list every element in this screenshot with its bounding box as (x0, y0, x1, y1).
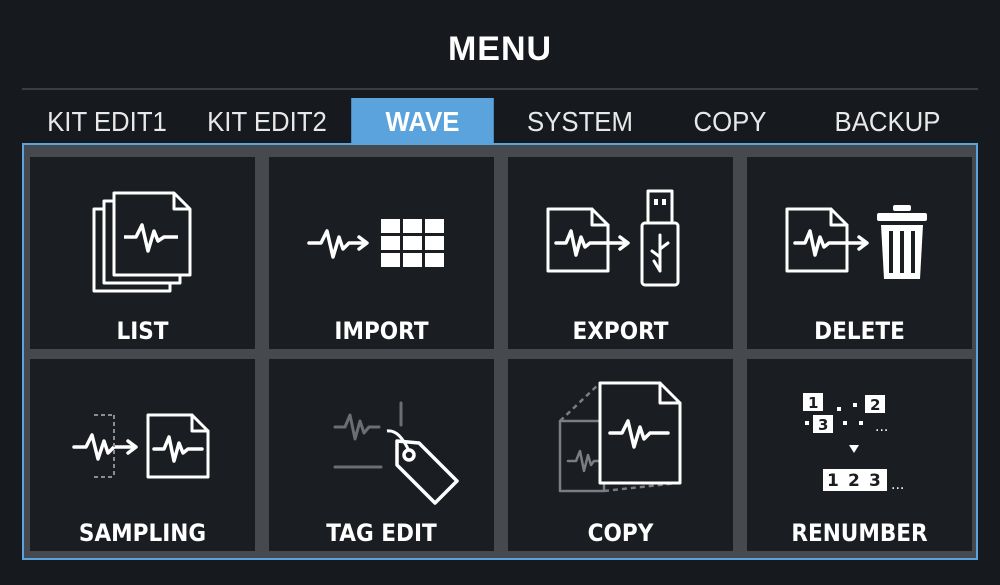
sampling-label: SAMPLING (78, 519, 207, 547)
tag-edit-button[interactable]: TAG EDIT (269, 359, 494, 551)
wave-to-trash-icon (785, 205, 927, 279)
renumber-button[interactable]: 1 3 2 1 2 3 ... ... RENUMBER (747, 359, 972, 551)
wave-to-usb-icon (546, 189, 680, 287)
renumber-digit-2: 2 (848, 471, 860, 491)
tab-bar: KIT EDIT1 KIT EDIT2 WAVE SYSTEM COPY BAC… (22, 98, 978, 144)
tab-copy[interactable]: COPY (693, 106, 767, 137)
delete-button[interactable]: DELETE (747, 157, 972, 349)
renumber-ellipsis-top: ... (875, 419, 888, 435)
tab-kit-edit2[interactable]: KIT EDIT2 (207, 106, 327, 137)
sampling-button[interactable]: SAMPLING (30, 359, 255, 551)
delete-label: DELETE (814, 317, 905, 345)
renumber-label: RENUMBER (791, 519, 928, 547)
renumber-digit-1-top: 1 (808, 394, 818, 412)
tab-system[interactable]: SYSTEM (527, 106, 633, 137)
renumber-icon: 1 3 2 1 2 3 ... ... (803, 393, 904, 493)
renumber-digit-2-top: 2 (870, 396, 880, 414)
import-button[interactable]: IMPORT (269, 157, 494, 349)
tab-kit-edit1[interactable]: KIT EDIT1 (47, 106, 167, 137)
export-label: EXPORT (572, 317, 669, 345)
sampling-wave-icon (72, 413, 210, 479)
wave-to-pads-icon (307, 219, 444, 267)
import-label: IMPORT (334, 317, 429, 345)
page-title: MENU (447, 30, 553, 68)
export-button[interactable]: EXPORT (508, 157, 733, 349)
copy-wave-file-icon (558, 381, 682, 493)
copy-button[interactable]: COPY (508, 359, 733, 551)
tag-edit-label: TAG EDIT (326, 519, 437, 547)
renumber-digit-3: 3 (869, 471, 881, 491)
list-label: LIST (116, 317, 169, 345)
stacked-wave-files-icon (92, 191, 192, 293)
renumber-digit-1: 1 (827, 471, 839, 491)
copy-label: COPY (587, 519, 654, 547)
wave-menu-panel: LIST IMPORT (22, 143, 978, 560)
renumber-digit-3-top: 3 (818, 416, 828, 434)
tag-icon (333, 401, 459, 505)
tab-wave[interactable]: WAVE (351, 98, 494, 144)
tab-backup[interactable]: BACKUP (834, 106, 941, 137)
title-divider (22, 88, 978, 90)
list-button[interactable]: LIST (30, 157, 255, 349)
renumber-ellipsis-bottom: ... (891, 477, 904, 493)
